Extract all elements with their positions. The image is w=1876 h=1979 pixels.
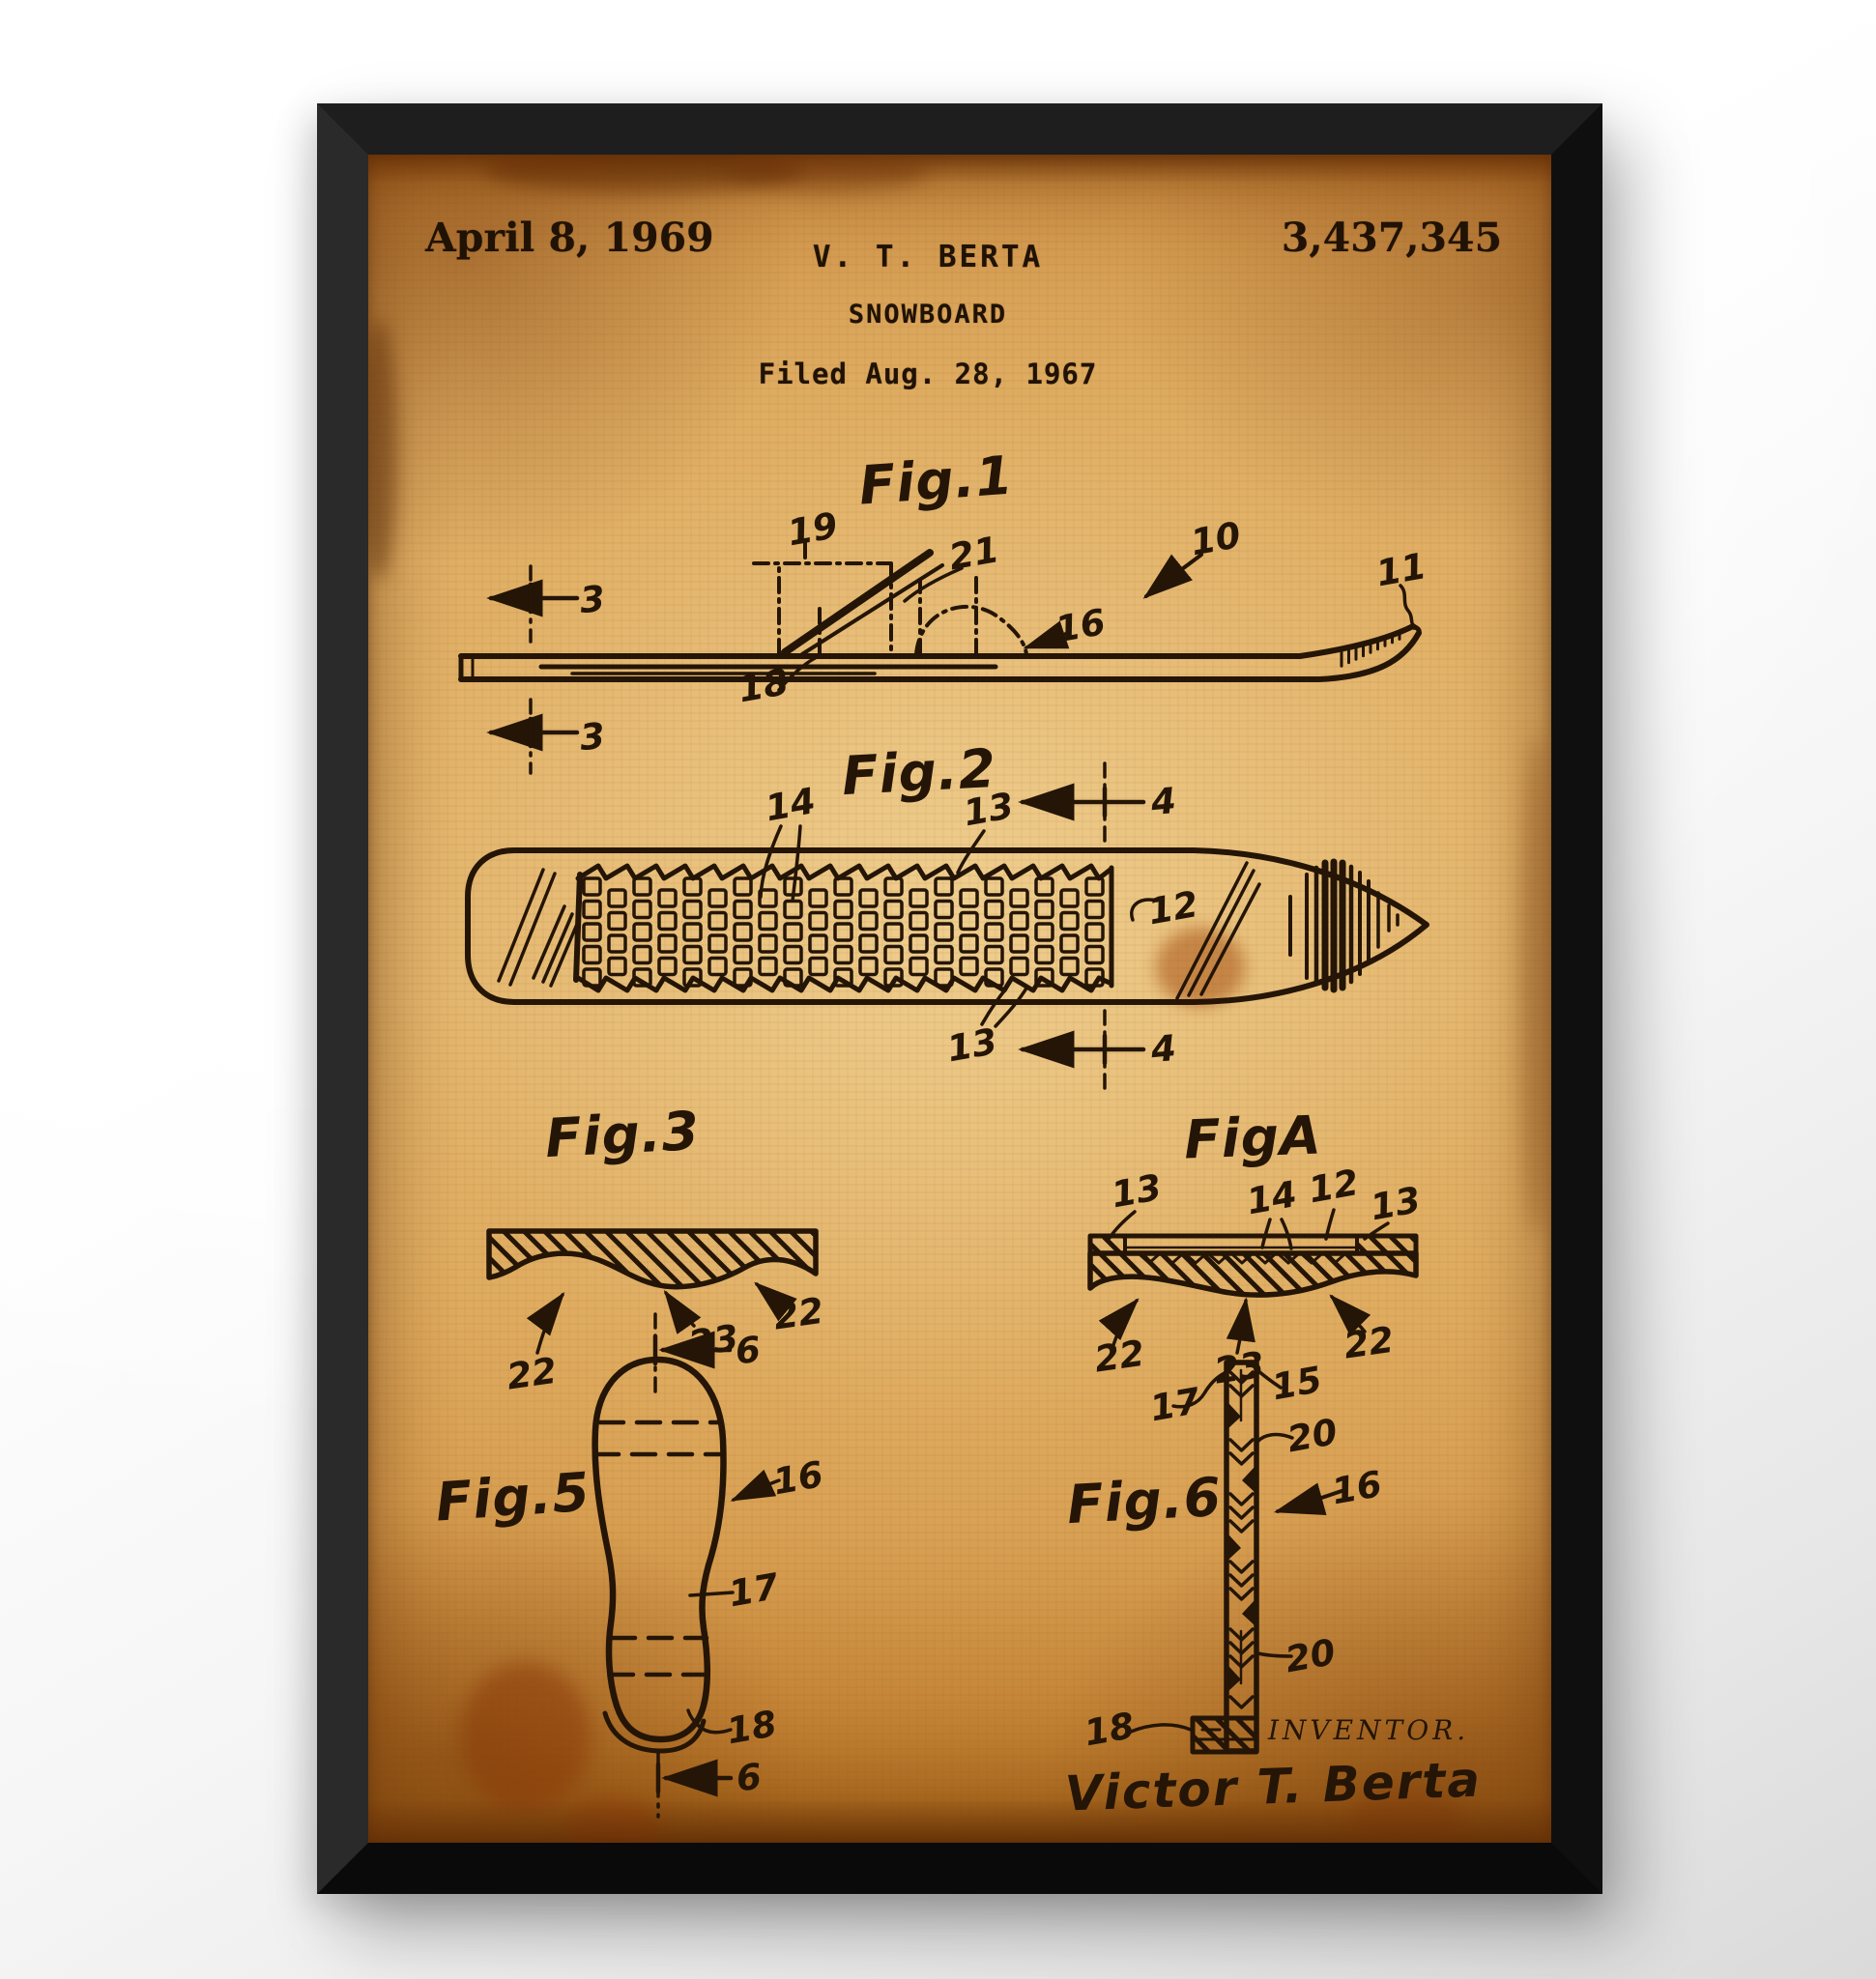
ref-label: 12 — [1306, 1162, 1362, 1211]
figure-title: Fig.5 — [434, 1461, 592, 1534]
ref-label: 18 — [736, 661, 792, 710]
ref-label: 20 — [1283, 1631, 1339, 1680]
patent-drawing: Fig.1 3 3 19 21 18 16 10 11 — [434, 445, 1483, 1822]
ref-label: 21 — [946, 529, 1002, 578]
picture-frame — [317, 103, 1602, 1894]
ref-label: 3 — [578, 715, 606, 759]
fig4-bottom-layer — [1087, 1250, 1419, 1298]
fig1-board — [458, 623, 1422, 682]
filed-date: Filed Aug. 28, 1967 — [758, 358, 1098, 390]
ref-label: 17 — [1147, 1380, 1203, 1429]
caption-text: INVENTOR. — [1267, 1714, 1469, 1746]
fig5-dim — [655, 1749, 734, 1819]
fig2-right-hatch — [1175, 861, 1261, 1000]
ref-label: 3 — [578, 578, 606, 621]
fig5-sole-outline — [592, 1356, 727, 1743]
fig2-waffle — [573, 863, 1114, 993]
fig2-drawing: Fig.2 14 13 4 12 13 4 — [465, 737, 1429, 1094]
ref-label: 17 — [726, 1565, 782, 1615]
fig5-heel-edge — [602, 1710, 707, 1754]
fig1-section-dims — [486, 564, 580, 775]
ref-label: 13 — [944, 1020, 1000, 1070]
fig6-foot — [1190, 1715, 1259, 1755]
ref-label: 6 — [735, 1756, 763, 1799]
figure-title: Fig.1 — [857, 445, 1016, 517]
ref-label: 6 — [734, 1329, 762, 1372]
patent-date: April 8, 1969 — [425, 215, 714, 261]
fig5-drawing: Fig.5 16 17 186 — [434, 1356, 826, 1819]
ref-label: 16 — [1053, 601, 1109, 650]
ref-label: 18 — [724, 1703, 780, 1752]
fig2-section-dims — [1018, 761, 1146, 1094]
figure-title: Fig.6 — [1065, 1466, 1223, 1535]
fig1-labels: Fig.1 3 3 19 21 18 16 10 11 — [578, 445, 1429, 760]
patent-number: 3,437,345 — [1281, 215, 1503, 261]
fig6-chevrons — [1228, 1370, 1255, 1709]
fig1-straps — [781, 549, 944, 656]
patent-title: SNOWBOARD — [848, 300, 1008, 330]
fig6-leaders — [1129, 1368, 1343, 1734]
fig5-tread-dashes — [592, 1420, 725, 1678]
ref-label: 22 — [505, 1350, 560, 1398]
ref-label: 18 — [1082, 1705, 1138, 1754]
ref-label: 19 — [785, 504, 841, 554]
ref-label: 4 — [1148, 780, 1177, 823]
fig3-leaders — [526, 1281, 797, 1355]
ref-label: 4 — [1148, 1027, 1177, 1071]
ref-label: 16 — [770, 1453, 826, 1503]
ref-label: 13 — [1109, 1166, 1165, 1216]
ref-label: 13 — [961, 785, 1017, 834]
figure-title: Fig.3 — [543, 1100, 701, 1169]
fig5-labels: Fig.5 16 17 186 — [434, 1453, 826, 1799]
ref-label: 20 — [1284, 1411, 1341, 1460]
ref-label: 22 — [771, 1290, 826, 1338]
caption-text: Victor T. Berta — [1064, 1752, 1483, 1822]
ref-label: 11 — [1373, 545, 1429, 594]
inventor-name-header: V. T. BERTA — [812, 240, 1044, 274]
fig2-leaders — [759, 824, 1159, 1028]
ref-label: 10 — [1188, 514, 1244, 563]
fig1-drawing: Fig.1 3 3 19 21 18 16 10 11 — [458, 445, 1429, 775]
fig1-tipticks — [1340, 632, 1401, 668]
fig5-leaders — [686, 1469, 781, 1735]
ref-label: 12 — [1145, 883, 1201, 932]
figure-title: FigA — [1183, 1104, 1323, 1171]
ref-label: 22 — [1342, 1319, 1397, 1367]
fig2-left-hatch — [497, 868, 580, 988]
fig2-labels: Fig.2 14 13 4 12 13 4 — [763, 737, 1201, 1071]
ref-label: 23 — [686, 1317, 741, 1365]
ref-label: 16 — [1329, 1463, 1385, 1512]
fig1-leaders — [777, 553, 1416, 692]
figure-title: Fig.2 — [840, 737, 997, 807]
ref-label: 14 — [763, 780, 819, 829]
ref-label: 22 — [1092, 1333, 1147, 1381]
fig2-tiphatch — [1288, 858, 1400, 993]
fig4-leaders — [1098, 1208, 1390, 1355]
ref-label: 14 — [1244, 1173, 1300, 1222]
ref-label: 15 — [1269, 1359, 1325, 1408]
fig3-section — [486, 1228, 819, 1290]
ref-label: 13 — [1368, 1179, 1424, 1228]
